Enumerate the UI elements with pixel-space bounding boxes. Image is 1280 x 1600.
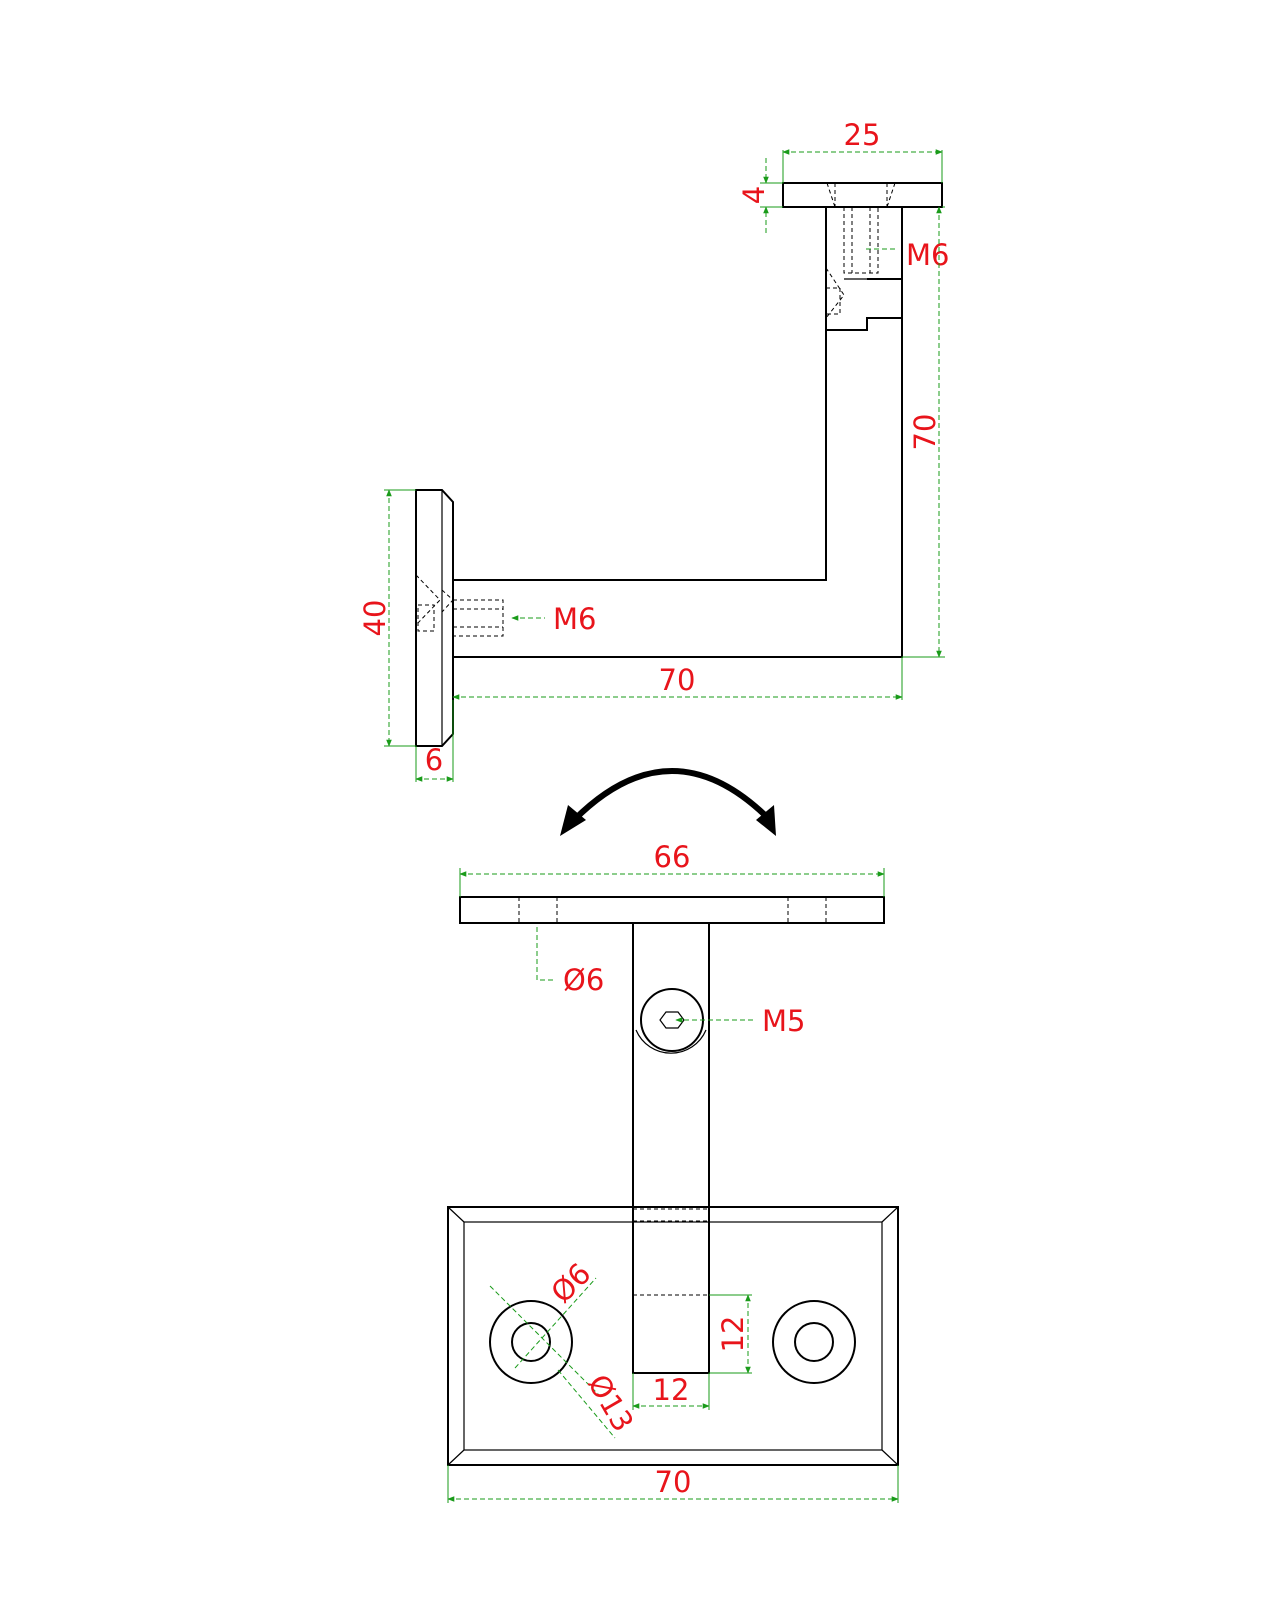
dim-top-plate-thickness: 4 xyxy=(737,186,771,204)
dim-arm-depth: 12 xyxy=(716,1316,750,1353)
dim-wall-plate-thickness: 6 xyxy=(425,743,443,777)
hex-socket-icon xyxy=(659,1011,685,1029)
label-top-thread: M6 xyxy=(906,238,949,272)
label-hole-diameter: Ø6 xyxy=(544,1256,597,1309)
dim-saddle-width: 66 xyxy=(654,840,691,874)
top-screw-hidden xyxy=(843,206,879,274)
l-shaped-arm xyxy=(452,206,903,658)
hole-right xyxy=(794,1322,834,1362)
dim-horizontal-length: 70 xyxy=(659,663,696,697)
hole-left xyxy=(511,1322,551,1362)
dim-top-plate-width: 25 xyxy=(844,118,881,152)
dim-wall-plate-height: 40 xyxy=(358,600,392,637)
label-saddle-hole: Ø6 xyxy=(563,963,604,997)
dim-arm-width: 12 xyxy=(653,1373,690,1407)
front-view: 66 Ø6 M5 Ø6 Ø13 12 12 70 xyxy=(447,840,899,1503)
dim-vertical-height: 70 xyxy=(908,414,942,451)
rotation-arrow-icon xyxy=(560,768,776,836)
countersink-right xyxy=(772,1300,856,1384)
side-view: 25 4 M6 70 M6 70 40 6 xyxy=(358,118,949,782)
countersink-left xyxy=(489,1300,573,1384)
front-arm xyxy=(632,923,710,1374)
wall-screw-hidden xyxy=(452,599,504,637)
top-saddle-plate xyxy=(782,182,943,208)
label-pivot-screw: M5 xyxy=(762,1004,805,1038)
label-countersink-diameter: Ø13 xyxy=(581,1369,640,1438)
dim-base-width: 70 xyxy=(655,1465,692,1499)
label-wall-thread: M6 xyxy=(553,602,596,636)
base-plate xyxy=(447,1206,899,1466)
saddle-plate xyxy=(459,896,885,924)
